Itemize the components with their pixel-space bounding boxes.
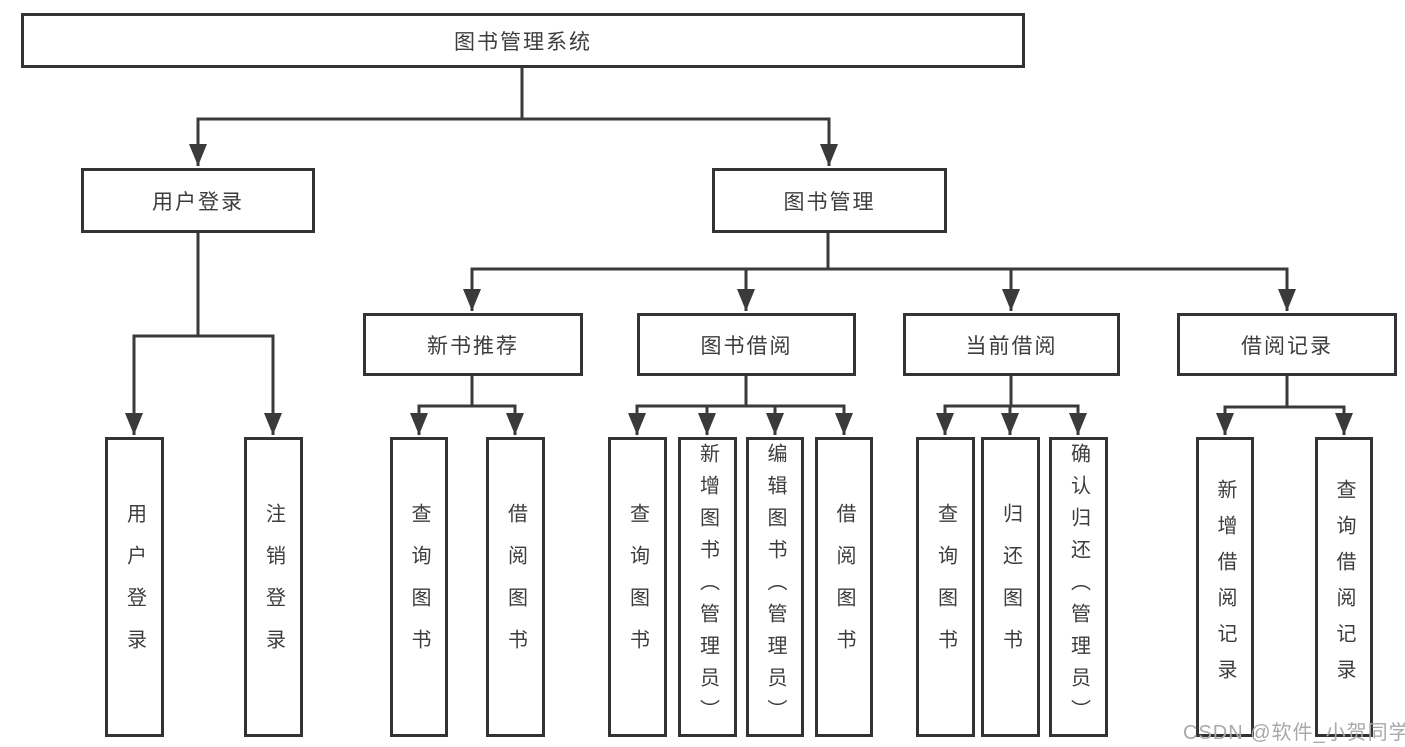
node-borrowing-records: 借阅记录: [1177, 313, 1397, 376]
leaf-query-books-recommend: 查询图书: [390, 437, 448, 737]
leaf-borrow-books: 借阅图书: [815, 437, 873, 737]
node-new-book-recommend: 新书推荐: [363, 313, 583, 376]
node-current-borrowing: 当前借阅: [903, 313, 1120, 376]
leaf-add-borrow-record: 新增借阅记录: [1196, 437, 1254, 737]
leaf-query-borrow-record: 查询借阅记录: [1315, 437, 1373, 737]
leaf-edit-book-admin: 编辑图书（管理员）: [746, 437, 804, 737]
csdn-watermark: CSDN @软件_小贺同学: [1183, 722, 1405, 744]
leaf-return-book: 归还图书: [981, 437, 1040, 737]
leaf-user-login: 用户登录: [105, 437, 164, 737]
node-book-management: 图书管理: [712, 168, 947, 233]
leaf-query-books-borrowing: 查询图书: [608, 437, 667, 737]
node-book-borrowing: 图书借阅: [637, 313, 856, 376]
node-user-login: 用户登录: [81, 168, 315, 233]
leaf-add-book-admin: 新增图书（管理员）: [678, 437, 737, 737]
leaf-confirm-return-admin: 确认归还（管理员）: [1049, 437, 1108, 737]
leaf-logout: 注销登录: [244, 437, 303, 737]
leaf-query-books-current: 查询图书: [916, 437, 975, 737]
node-root: 图书管理系统: [21, 13, 1025, 68]
leaf-borrow-books-recommend: 借阅图书: [486, 437, 545, 737]
